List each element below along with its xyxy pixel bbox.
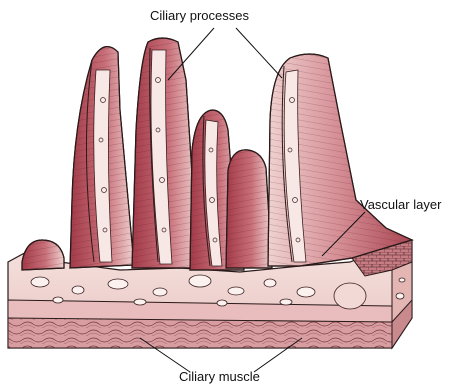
- leader-processes-right: [236, 28, 282, 78]
- label-ciliary-muscle: Ciliary muscle: [179, 369, 260, 384]
- label-ciliary-processes: Ciliary processes: [150, 8, 249, 23]
- label-vascular-layer: Vascular layer: [360, 197, 441, 212]
